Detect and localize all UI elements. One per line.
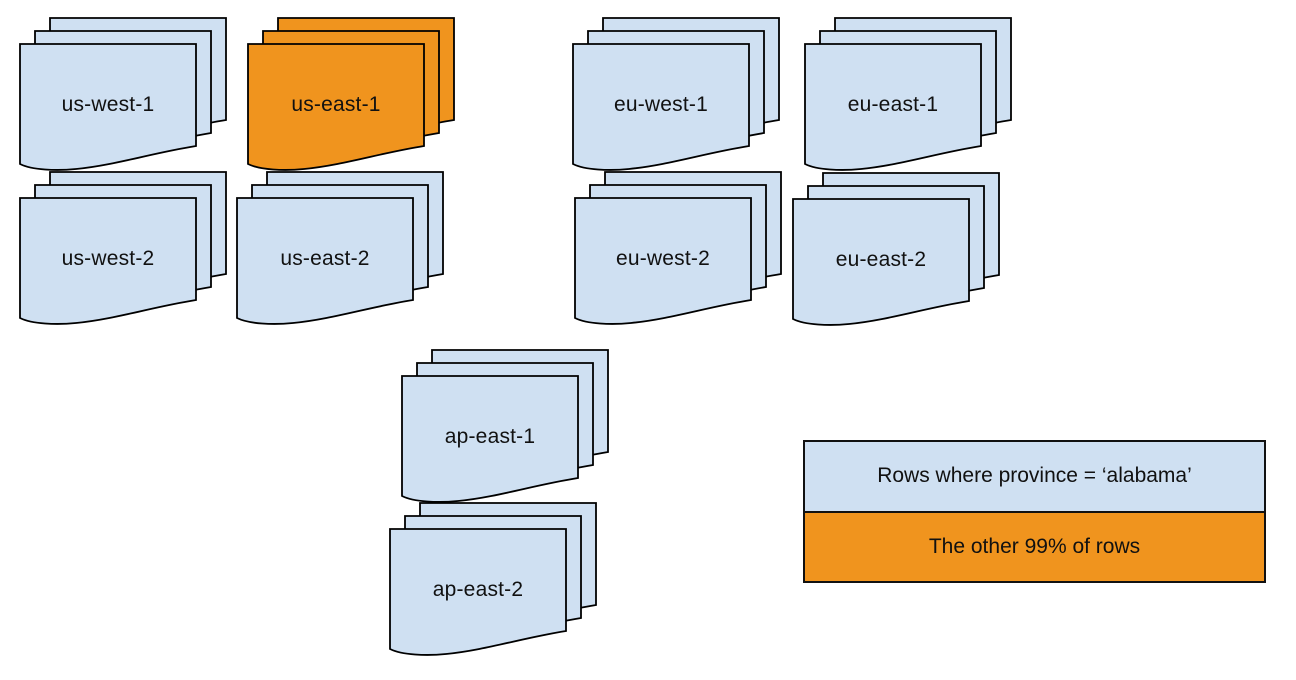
document-stack-icon: [792, 172, 1000, 326]
legend-row-alabama-rows: Rows where province = ‘alabama’: [805, 442, 1264, 513]
document-page-front: [19, 197, 197, 325]
legend-label-alabama-rows: Rows where province = ‘alabama’: [877, 464, 1192, 488]
document-page-front: [236, 197, 414, 325]
region-stack-eu-east-1: eu-east-1: [804, 17, 1012, 171]
document-page-front: [389, 528, 567, 656]
region-stack-us-west-2: us-west-2: [19, 171, 227, 325]
region-stack-us-west-1: us-west-1: [19, 17, 227, 171]
document-page-front: [804, 43, 982, 171]
document-stack-icon: [804, 17, 1012, 171]
document-page-front: [247, 43, 425, 171]
document-page-front: [401, 375, 579, 503]
document-stack-icon: [389, 502, 597, 656]
document-stack-icon: [401, 349, 609, 503]
document-stack-icon: [574, 171, 782, 325]
region-stack-eu-west-1: eu-west-1: [572, 17, 780, 171]
document-page-front: [19, 43, 197, 171]
document-page-front: [574, 197, 752, 325]
document-stack-icon: [236, 171, 444, 325]
document-stack-icon: [19, 171, 227, 325]
legend-label-other-rows: The other 99% of rows: [928, 534, 1141, 558]
region-stack-us-east-1: us-east-1: [247, 17, 455, 171]
legend: Rows where province = ‘alabama’ The othe…: [803, 440, 1266, 583]
legend-row-other-rows: The other 99% of rows: [805, 512, 1264, 581]
region-stack-ap-east-1: ap-east-1: [401, 349, 609, 503]
region-stack-eu-east-2: eu-east-2: [792, 172, 1000, 326]
region-stack-us-east-2: us-east-2: [236, 171, 444, 325]
document-stack-icon: [572, 17, 780, 171]
document-page-front: [792, 198, 970, 326]
document-stack-icon: [19, 17, 227, 171]
region-stack-eu-west-2: eu-west-2: [574, 171, 782, 325]
document-stack-icon: [247, 17, 455, 171]
document-page-front: [572, 43, 750, 171]
region-stack-ap-east-2: ap-east-2: [389, 502, 597, 656]
